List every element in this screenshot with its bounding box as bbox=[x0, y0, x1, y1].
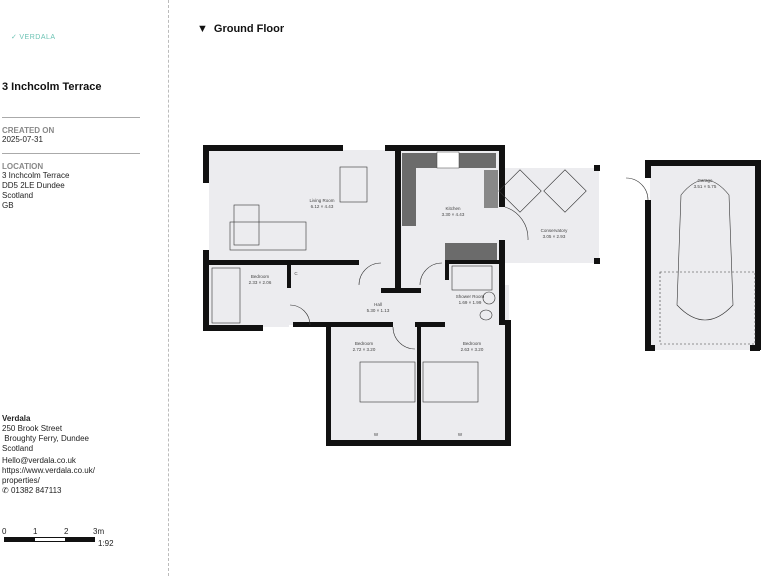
room-name: Kitchen bbox=[445, 206, 461, 211]
scale-tick: 3m bbox=[93, 527, 105, 536]
created-section: CREATED ON 2025-07-31 bbox=[2, 126, 54, 145]
door-swing bbox=[504, 206, 529, 241]
brand-logo[interactable]: ✓ VERDALA bbox=[11, 33, 56, 42]
agent-address-line: Scotland bbox=[2, 444, 34, 453]
room-dims: 3.51 × 5.75 bbox=[694, 184, 717, 189]
phone-icon: ✆ bbox=[2, 486, 9, 495]
scale-ratio: 1:92 bbox=[98, 539, 114, 548]
floor-fill bbox=[209, 150, 760, 440]
agent-url-cont[interactable]: properties/ bbox=[2, 476, 40, 485]
parking-area bbox=[659, 271, 756, 345]
toilet-icon bbox=[479, 309, 493, 321]
logo-mark-icon: ✓ bbox=[11, 34, 18, 41]
room-name: Living Room bbox=[309, 198, 334, 203]
agent-phone[interactable]: ✆ 01382 847113 bbox=[2, 486, 95, 496]
room-name: Conservatory bbox=[541, 228, 569, 233]
door-swing bbox=[419, 262, 443, 286]
room-dims: 2.63 × 3.20 bbox=[461, 347, 484, 352]
logo-text: VERDALA bbox=[19, 33, 56, 41]
room-name: Hall bbox=[374, 302, 382, 307]
room-name: Garage bbox=[697, 178, 713, 183]
agent-address-line: Broughty Ferry, Dundee bbox=[2, 434, 90, 443]
created-label: CREATED ON bbox=[2, 126, 55, 135]
location-line: Scotland bbox=[2, 191, 34, 200]
armchair-icon bbox=[498, 169, 542, 213]
room-name: Bedroom bbox=[463, 341, 482, 346]
location-line: DD5 2LE Dundee bbox=[2, 181, 65, 190]
room-name: Bedroom bbox=[355, 341, 374, 346]
sidebar: ✓ VERDALA 3 Inchcolm Terrace CREATED ON … bbox=[0, 0, 168, 576]
location-line: 3 Inchcolm Terrace bbox=[2, 171, 70, 180]
sofa-icon bbox=[229, 221, 307, 251]
agent-address-line: 250 Brook Street bbox=[2, 424, 63, 433]
door-swing bbox=[392, 326, 416, 350]
room-dims: 3.05 × 2.93 bbox=[543, 234, 566, 239]
location-section: LOCATION 3 Inchcolm Terrace DD5 2LE Dund… bbox=[2, 162, 69, 211]
bed-icon bbox=[211, 267, 241, 324]
room-dims: 2.72 × 3.20 bbox=[353, 347, 376, 352]
door-swing bbox=[625, 177, 649, 201]
created-value: 2025-07-31 bbox=[2, 135, 43, 144]
agent-phone-number: 01382 847113 bbox=[10, 486, 62, 495]
armchair-icon bbox=[339, 166, 368, 203]
property-title: 3 Inchcolm Terrace bbox=[2, 81, 102, 93]
scale-tick: 0 bbox=[2, 527, 7, 536]
divider bbox=[2, 153, 140, 154]
room-dims: 2.33 × 2.06 bbox=[249, 280, 272, 285]
bed-icon bbox=[422, 361, 479, 403]
room-name: W bbox=[458, 432, 463, 437]
scale-bar: 0 1 2 3m 1:92 bbox=[2, 527, 122, 557]
door-swing bbox=[289, 304, 311, 326]
room-labels: Living Room 6.12 × 4.43 Kitchen 3.30 × 4… bbox=[249, 178, 717, 437]
scale-segment bbox=[65, 537, 95, 542]
room-dims: 1.69 × 1.99 bbox=[459, 300, 482, 305]
room-dims: 3.30 × 4.43 bbox=[442, 212, 465, 217]
room-name: W bbox=[374, 432, 379, 437]
floor-name: Ground Floor bbox=[213, 23, 285, 35]
room-name: C bbox=[294, 271, 298, 276]
location-label: LOCATION bbox=[2, 162, 44, 171]
hob bbox=[436, 151, 460, 169]
agent-contact: Verdala 250 Brook Street Broughty Ferry,… bbox=[2, 414, 95, 496]
room-dims: 6.12 × 4.43 bbox=[311, 204, 334, 209]
location-line: GB bbox=[2, 201, 14, 210]
scale-tick: 1 bbox=[33, 527, 38, 536]
door-swing bbox=[358, 262, 382, 286]
room-dims: 5.30 × 1.13 bbox=[367, 308, 390, 313]
furniture bbox=[211, 166, 756, 403]
armchair-icon bbox=[543, 169, 587, 213]
agent-name: Verdala bbox=[2, 414, 31, 423]
scale-segment bbox=[4, 537, 34, 542]
agent-url[interactable]: https://www.verdala.co.uk/ bbox=[2, 466, 95, 475]
scale-tick: 2 bbox=[64, 527, 69, 536]
agent-email[interactable]: Hello@verdala.co.uk bbox=[2, 456, 76, 465]
walls bbox=[203, 145, 761, 446]
shower-tray-icon bbox=[451, 265, 493, 291]
basin-icon bbox=[482, 291, 496, 305]
triangle-down-icon[interactable]: ▼ bbox=[197, 23, 208, 35]
room-name: Bedroom bbox=[251, 274, 270, 279]
divider bbox=[2, 117, 140, 118]
bed-icon bbox=[359, 361, 416, 403]
floor-header[interactable]: ▼ Ground Floor bbox=[197, 23, 284, 35]
sink bbox=[484, 170, 498, 208]
car-icon bbox=[676, 179, 734, 321]
room-name: Shower Room bbox=[456, 294, 485, 299]
panel-divider bbox=[168, 0, 169, 576]
